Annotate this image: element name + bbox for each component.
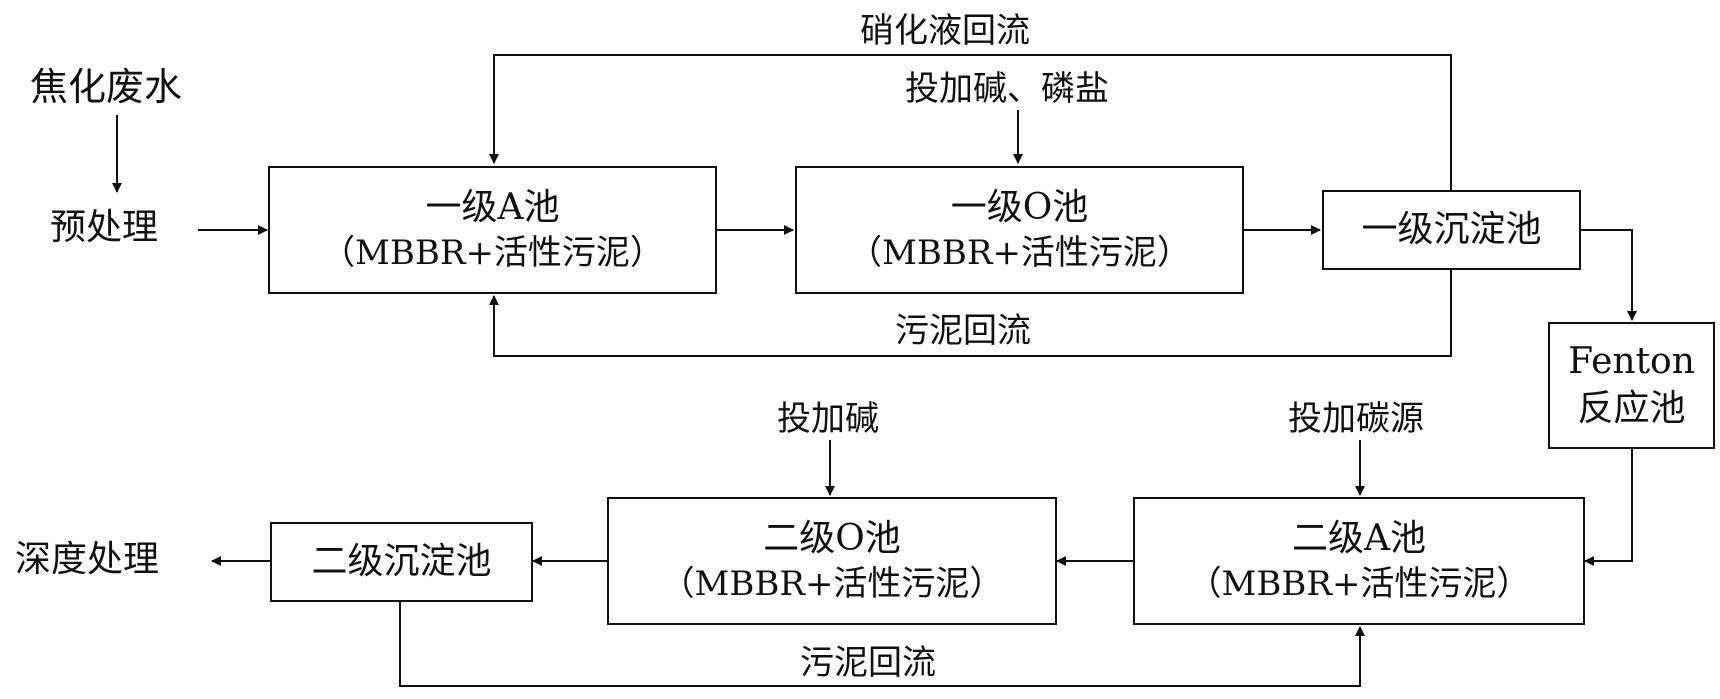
box-clarifier2: 二级沉淀池 (270, 522, 533, 602)
box-o1-subtitle: （MBBR+活性污泥） (848, 233, 1191, 274)
label-sludge-return-2: 污泥回流 (800, 643, 936, 683)
box-fenton: Fenton 反应池 (1548, 322, 1715, 449)
label-dose-carbon: 投加碳源 (1288, 399, 1424, 439)
label-final: 深度处理 (15, 539, 160, 580)
box-o1-title: 一级O池 (950, 186, 1089, 228)
box-a1-title: 一级A池 (425, 186, 560, 228)
arrow-fenton-to-a2 (1584, 449, 1633, 566)
box-fenton-subtitle: 反应池 (1577, 387, 1686, 429)
box-o2-subtitle: （MBBR+活性污泥） (660, 564, 1004, 605)
box-o2: 二级O池 （MBBR+活性污泥） (607, 497, 1057, 625)
label-sludge-return-1: 污泥回流 (895, 311, 1031, 351)
nitrate-return-line (489, 54, 1452, 190)
label-dose-alkali: 投加碱 (777, 399, 879, 439)
sludge-return-line-2 (399, 602, 1365, 687)
label-dose-alkali-phosphate: 投加碱、磷盐 (905, 69, 1109, 109)
box-a2: 二级A池 （MBBR+活性污泥） (1133, 497, 1585, 625)
box-a1: 一级A池 （MBBR+活性污泥） (268, 166, 717, 294)
box-clarifier2-title: 二级沉淀池 (311, 540, 492, 582)
box-a2-title: 二级A池 (1292, 517, 1426, 559)
box-o2-title: 二级O池 (763, 517, 901, 559)
label-source: 焦化废水 (30, 65, 183, 109)
box-a2-subtitle: （MBBR+活性污泥） (1187, 564, 1531, 605)
box-clarifier1-title: 一级沉淀池 (1361, 208, 1542, 250)
box-clarifier1: 一级沉淀池 (1322, 190, 1581, 270)
arrow-clarifier1-to-fenton (1581, 229, 1637, 321)
box-fenton-title: Fenton (1568, 340, 1695, 382)
sludge-return-line-1 (489, 270, 1452, 357)
box-o1: 一级O池 （MBBR+活性污泥） (795, 166, 1244, 294)
box-a1-subtitle: （MBBR+活性污泥） (321, 233, 664, 274)
label-pretreat: 预处理 (50, 207, 159, 248)
label-nitrate-return: 硝化液回流 (860, 11, 1030, 51)
